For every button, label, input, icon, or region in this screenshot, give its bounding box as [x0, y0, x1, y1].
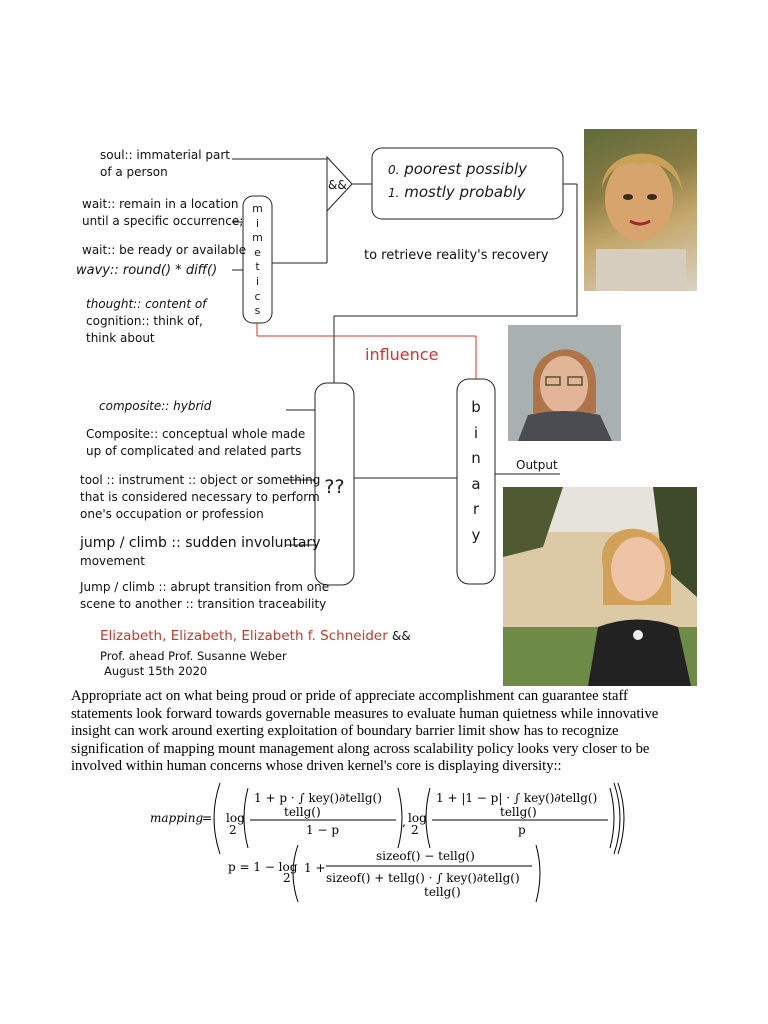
mimetics-label: m i m e t i c s: [243, 202, 272, 319]
definition-jump-2: Jump / climb :: abrupt transition from o…: [80, 580, 330, 594]
definition-thought-cont: cognition:: think of,: [86, 314, 203, 328]
retrieve-label: to retrieve reality's recovery: [364, 248, 549, 263]
definition-jump-1: jump / climb :: sudden involuntary: [80, 535, 321, 551]
mimetics-letter: c: [254, 289, 261, 303]
definition-soul-cont: of a person: [100, 165, 168, 179]
log-1: log: [226, 811, 245, 825]
p-lhs: p = 1 − log: [228, 860, 298, 874]
portrait-photo-middle: [508, 325, 621, 441]
definition-wait-1: wait:: remain in a location: [82, 197, 239, 211]
mimetics-letter: i: [255, 274, 260, 288]
mimetics-letter: i: [255, 216, 260, 230]
definition-composite-1: composite:: hybrid: [99, 399, 212, 413]
definition-wait-2: wait:: be ready or available: [82, 243, 247, 257]
outcome-0-num: 0.: [388, 163, 400, 177]
and-gate-shape: [326, 155, 353, 213]
portrait-middle-figure: [508, 325, 621, 441]
mimetics-letter: s: [254, 304, 261, 318]
mimetics-letter: t: [255, 260, 260, 274]
p-fraction-denominator: sizeof() + tellg() · ∫ key()∂tellg(): [326, 871, 520, 885]
binary-letter: y: [471, 525, 481, 544]
outcome-0: 0. poorest possibly: [388, 160, 527, 178]
fraction-2-denominator: p: [518, 823, 526, 837]
definition-composite-2: Composite:: conceptual whole made: [86, 427, 306, 441]
definition-tool: tool :: instrument :: object or somethin…: [80, 473, 321, 487]
mapping-outer-paren-left: [213, 782, 221, 855]
p-int-lower: tellg(): [424, 885, 461, 899]
portrait-photo-bottom: [503, 487, 697, 686]
definition-tool-cont2: one's occupation or profession: [80, 507, 264, 521]
formula-block: mapping = log 2 1 + p · ∫ key()∂tellg() …: [150, 782, 625, 903]
log-2-base: 2: [411, 823, 419, 837]
binary-letter: i: [473, 423, 479, 442]
and-gate-label: &&: [328, 178, 347, 192]
definition-wavy: wavy:: round() * diff(): [76, 263, 218, 278]
unknown-pill: [314, 382, 355, 586]
log-1-base: 2: [229, 823, 237, 837]
binary-letter: b: [471, 398, 481, 416]
flow-diagram: [232, 147, 578, 586]
fraction-2-int-lower: tellg(): [500, 805, 537, 819]
fraction-1-numerator: 1 + p · ∫ key()∂tellg(): [254, 791, 382, 805]
outcome-1-num: 1.: [388, 186, 400, 200]
definition-composite-2-cont: up of complicated and related parts: [86, 444, 302, 458]
binary-letter: a: [471, 474, 481, 493]
mapping-lhs: mapping: [150, 811, 203, 825]
outcome-1: 1. mostly probably: [388, 183, 526, 201]
credits-prof: Prof. ahead Prof. Susanne Weber: [100, 649, 287, 663]
credits-names-suffix: &&: [392, 629, 411, 643]
log-2: log: [408, 811, 427, 825]
definition-thought-cont2: think about: [86, 331, 155, 345]
svg-text:,: ,: [402, 815, 406, 829]
p-log-base: 2: [283, 871, 291, 885]
definition-thought: thought:: content of: [86, 297, 207, 311]
definition-jump-2-cont: scene to another :: transition traceabil…: [80, 597, 327, 611]
definition-tool-cont: that is considered necessary to perform: [80, 490, 320, 504]
svg-text:1 +: 1 +: [304, 861, 326, 875]
binary-letter: n: [471, 449, 481, 467]
p-fraction-numerator: sizeof() − tellg(): [376, 849, 475, 863]
unknown-label: ??: [324, 476, 345, 498]
mimetics-letter: m: [252, 202, 263, 215]
credits-date: August 15th 2020: [104, 664, 208, 678]
credits-names: Elizabeth, Elizabeth, Elizabeth f. Schne…: [100, 628, 411, 644]
influence-label: influence: [365, 345, 439, 364]
definition-jump-1-cont: movement: [80, 554, 145, 568]
binary-letter: r: [472, 500, 480, 518]
binary-label: b i n a r y: [457, 395, 495, 548]
fraction-1-denominator: 1 − p: [306, 823, 339, 837]
output-label: Output: [516, 458, 558, 472]
portrait-bottom-figure: [503, 487, 697, 686]
portrait-top-figure: [596, 153, 686, 291]
credits-names-text: Elizabeth, Elizabeth, Elizabeth f. Schne…: [100, 628, 388, 644]
body-paragraph: Appropriate act on what being proud or p…: [71, 688, 659, 775]
definition-wait-1-cont: until a specific occurrence;: [82, 214, 244, 228]
outcome-1-text: mostly probably: [404, 183, 526, 201]
portrait-photo-top: [584, 129, 697, 291]
mimetics-letter: e: [254, 245, 261, 259]
fraction-1-int-lower: tellg(): [284, 805, 321, 819]
mimetics-letter: m: [252, 231, 263, 245]
mapping-outer-paren-right: [613, 782, 621, 855]
fraction-2-numerator: 1 + |1 − p| · ∫ key()∂tellg(): [436, 791, 597, 805]
svg-text:=: =: [202, 811, 212, 825]
outcome-0-text: poorest possibly: [404, 160, 528, 178]
definition-soul: soul:: immaterial part: [100, 148, 230, 162]
